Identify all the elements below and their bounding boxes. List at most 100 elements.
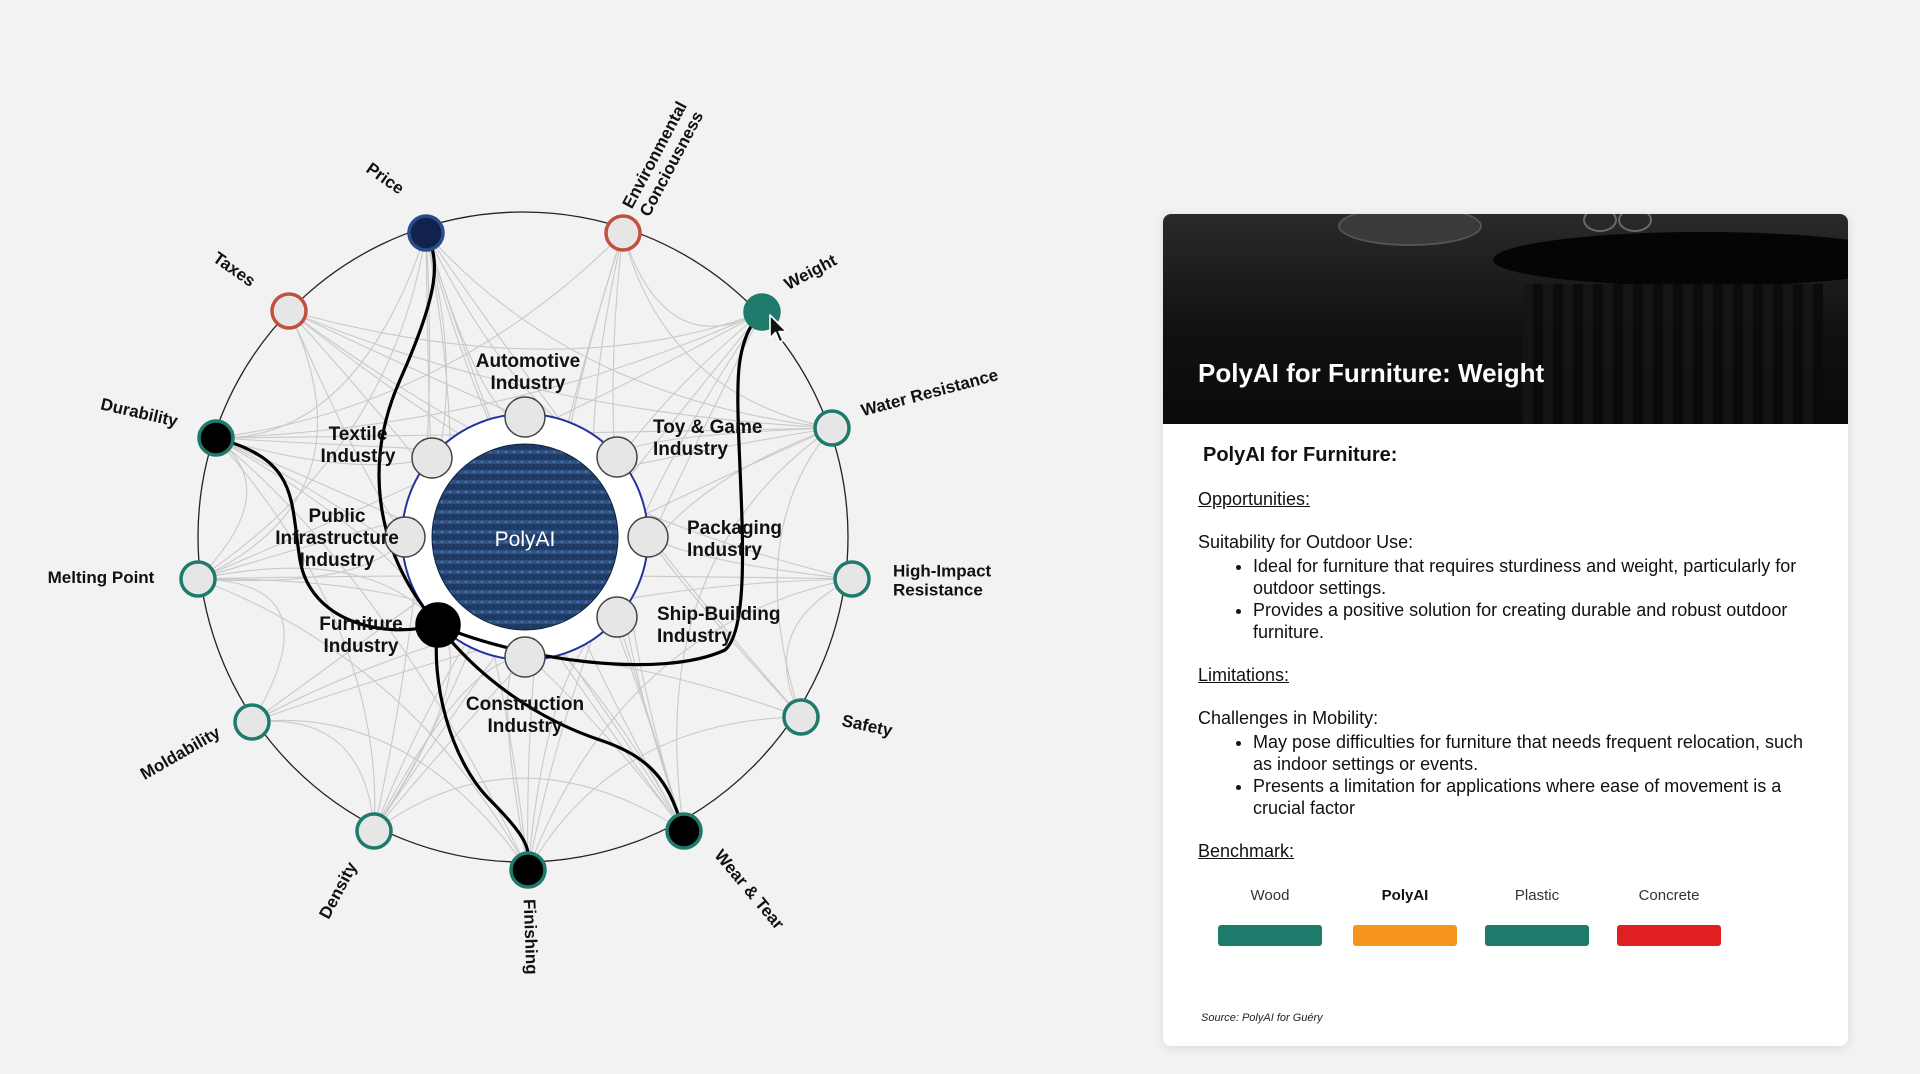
criterion-node-melting[interactable]: Melting Point [48, 560, 217, 598]
criterion-node-water[interactable]: Water Resistance [813, 365, 1000, 447]
benchmark-wood: Wood [1218, 887, 1322, 946]
industry-dot[interactable] [504, 636, 546, 678]
criterion-node-finishing[interactable]: Finishing [509, 851, 547, 975]
hub-disc[interactable] [431, 443, 619, 631]
hero-glass-shape [1618, 214, 1652, 232]
source-note: Source: PolyAI for Guéry [1201, 1012, 1323, 1024]
industry-label-line: Industry [653, 439, 728, 460]
industry-label-line: Textile [329, 424, 388, 445]
mouse-cursor-icon [769, 314, 788, 343]
criterion-dot[interactable] [833, 560, 871, 598]
background-link [506, 656, 529, 871]
criterion-node-weight[interactable]: Weight [743, 250, 840, 331]
criterion-node-durability[interactable]: Durability [99, 395, 235, 457]
industry-label-line: Automotive [476, 351, 581, 372]
benchmark-heading: Benchmark: [1198, 841, 1295, 861]
benchmark-polyai: PolyAI [1353, 887, 1457, 946]
benchmark-label: PolyAI [1381, 887, 1429, 904]
background-link [251, 719, 529, 871]
criterion-dot[interactable] [270, 292, 308, 330]
industry-label-line: Industry [324, 636, 399, 657]
list-item: Presents a limitation for applications w… [1253, 775, 1813, 819]
criterion-dot[interactable] [813, 409, 851, 447]
criterion-node-wear[interactable]: Wear & Tear [665, 812, 789, 933]
industry-dot[interactable] [504, 396, 546, 438]
criterion-node-density[interactable]: Density [315, 812, 393, 922]
industry-label-line: Industry [300, 550, 375, 571]
background-link [373, 777, 685, 832]
card-title: PolyAI for Furniture: Weight [1198, 358, 1545, 388]
criterion-label: Safety [840, 711, 894, 740]
benchmark-plastic: Plastic [1485, 887, 1589, 946]
industry-label-line: Construction [466, 694, 584, 715]
background-link [616, 616, 685, 832]
polyai-hub[interactable]: PolyAI [431, 443, 619, 631]
hub-label: PolyAI [495, 528, 556, 551]
hero-glass-shape [1583, 214, 1617, 232]
criterion-label-line: Weight [781, 250, 840, 293]
background-link [215, 311, 763, 439]
industry-dot[interactable] [596, 436, 638, 478]
benchmark-label: Plastic [1514, 887, 1560, 904]
criterion-label-line: Moldability [137, 723, 224, 784]
criterion-node-price[interactable]: Price [363, 159, 445, 252]
industry-dot[interactable] [596, 596, 638, 638]
criterion-label-line: Water Resistance [859, 365, 1000, 420]
criterion-dot[interactable] [197, 419, 235, 457]
background-link [622, 232, 833, 429]
benchmark-bar [1353, 925, 1457, 946]
background-link [197, 232, 427, 580]
criterion-dot[interactable] [355, 812, 393, 850]
criterion-dot[interactable] [179, 560, 217, 598]
criterion-dot[interactable] [509, 851, 547, 889]
industry-dot[interactable] [411, 437, 453, 479]
criterion-dot[interactable] [407, 214, 445, 252]
criterion-node-environmental[interactable]: EnvironmentalConciousness [604, 98, 708, 252]
opportunities-heading: Opportunities: [1198, 489, 1311, 509]
criterion-dot[interactable] [604, 214, 642, 252]
background-link [527, 578, 853, 871]
criterion-label-line: Wear & Tear [711, 846, 789, 933]
industry-label-line: Industry [488, 716, 563, 737]
criterion-label-line: Taxes [209, 248, 258, 290]
criterion-dot[interactable] [782, 698, 820, 736]
highlighted-links [214, 231, 764, 872]
criterion-node-taxes[interactable]: Taxes [209, 248, 308, 330]
criterion-dot[interactable] [665, 812, 703, 850]
criterion-dot[interactable] [233, 703, 271, 741]
highlighted-link-weight [436, 310, 764, 667]
background-link [197, 437, 248, 580]
list-item: May pose difficulties for furniture that… [1253, 731, 1813, 775]
criterion-label: Weight [781, 250, 840, 293]
benchmark-bar [1617, 925, 1721, 946]
industry-label-line: Industry [321, 446, 396, 467]
industry-label-line: Industry [657, 626, 732, 647]
criterion-node-safety[interactable]: Safety [782, 698, 895, 740]
benchmark-label: Concrete [1638, 887, 1700, 904]
industry-label-line: Industry [491, 373, 566, 394]
background-link [197, 578, 529, 871]
background-link [197, 578, 285, 723]
highlighted-link-durability [214, 436, 440, 632]
benchmark-bar [1218, 925, 1322, 946]
industry-label-line: Ship-Building [657, 604, 780, 625]
industry-dot[interactable] [627, 516, 669, 558]
list-item: Provides a positive solution for creatin… [1253, 599, 1813, 643]
background-link [251, 720, 375, 832]
industry-dot[interactable] [415, 602, 461, 648]
criterion-node-moldability[interactable]: Moldability [137, 703, 271, 784]
industry-dot[interactable] [384, 516, 426, 558]
